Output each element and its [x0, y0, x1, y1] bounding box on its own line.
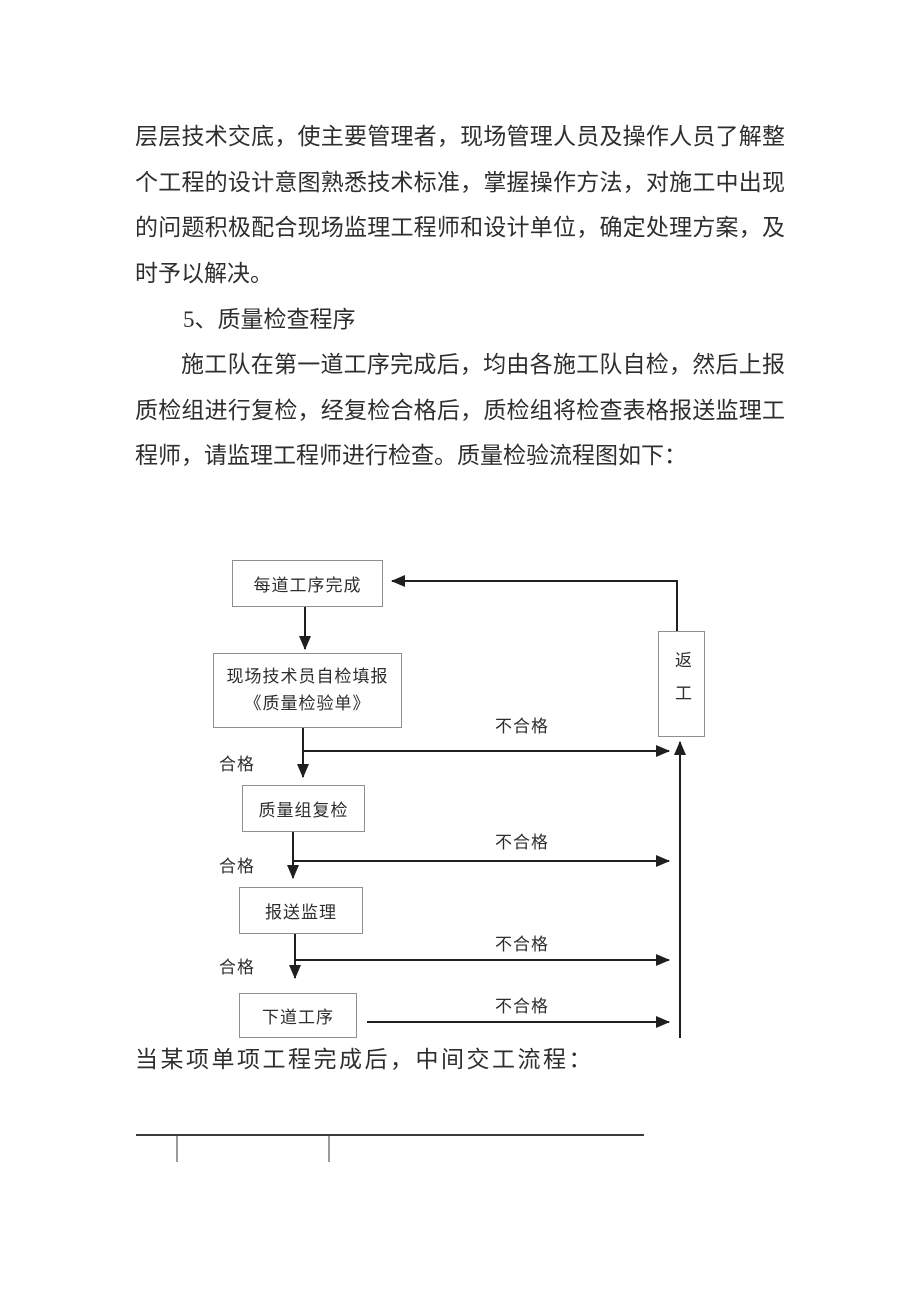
paragraph-line: 时予以解决。	[135, 260, 273, 286]
label-fail-2: 不合格	[495, 833, 549, 852]
flow-box-recheck: 质量组复检	[242, 785, 365, 832]
flow-box-self-inspect-line2: 《质量检验单》	[244, 693, 371, 713]
flow-box-self-inspect-line1: 现场技术员自检填报	[226, 667, 389, 686]
table-divider-2	[328, 1136, 330, 1162]
label-pass-2: 合格	[219, 857, 255, 876]
body-paragraph-1: 层层技术交底，使主要管理者，现场管理人员及操作人员了解整 个工程的设计意图熟悉技…	[135, 114, 785, 296]
label-fail-4: 不合格	[495, 997, 549, 1016]
paragraph-line: 的问题积极配合现场监理工程师和设计单位，确定处理方案，及	[135, 215, 785, 240]
paragraph-line: 施工队在第一道工序完成后，均由各施工队自检，然后上报	[181, 352, 785, 377]
body-paragraph-2: 施工队在第一道工序完成后，均由各施工队自检，然后上报 质检组进行复检，经复检合格…	[135, 342, 785, 479]
table-divider-1	[176, 1136, 178, 1162]
closing-paragraph: 当某项单项工程完成后，中间交工流程：	[135, 1047, 594, 1072]
paragraph-line: 层层技术交底，使主要管理者，现场管理人员及操作人员了解整	[135, 124, 785, 149]
paragraph-line: 程师，请监理工程师进行检查。质量检验流程图如下：	[135, 443, 687, 468]
flow-box-rework: 返工	[658, 631, 705, 737]
label-pass-3: 合格	[219, 958, 255, 977]
label-pass-1: 合格	[219, 755, 255, 774]
flow-box-self-inspect: 现场技术员自检填报 《质量检验单》	[213, 653, 402, 728]
section-heading: 5、质量检查程序	[183, 307, 356, 332]
label-fail-1: 不合格	[495, 717, 549, 736]
paragraph-line: 个工程的设计意图熟悉技术标准，掌握操作方法，对施工中出现	[135, 169, 785, 195]
label-fail-3: 不合格	[495, 935, 549, 954]
flow-box-process-complete: 每道工序完成	[232, 560, 383, 607]
flow-box-submit-supervisor: 报送监理	[239, 887, 363, 934]
flow-box-next-process: 下道工序	[239, 993, 357, 1038]
paragraph-line: 质检组进行复检，经复检合格后，质检组将检查表格报送监理工	[135, 397, 785, 423]
table-top-border	[136, 1134, 644, 1136]
